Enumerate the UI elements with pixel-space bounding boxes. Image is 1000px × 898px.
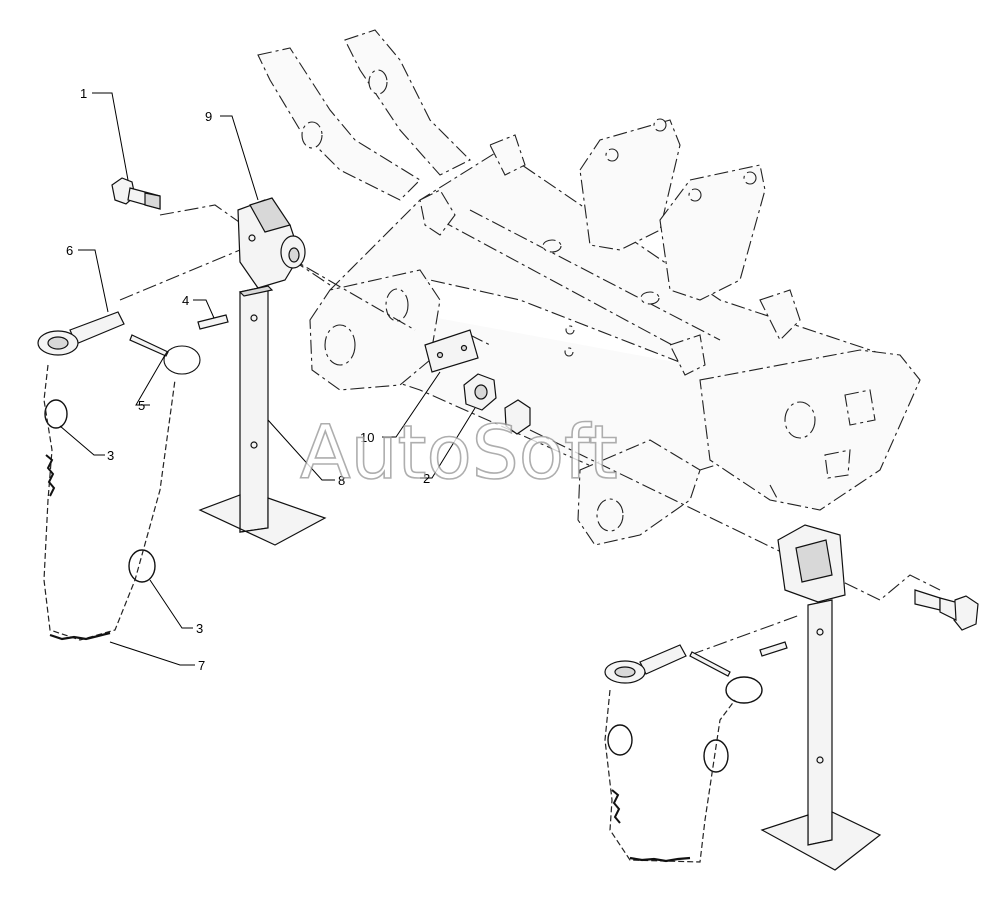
part-stand bbox=[198, 285, 327, 546]
right-assembly bbox=[604, 484, 979, 871]
callout-1: 1 bbox=[80, 86, 87, 101]
callout-5: 5 bbox=[138, 398, 145, 413]
callout-10: 10 bbox=[360, 430, 374, 445]
leader-3b bbox=[149, 579, 193, 629]
callout-6: 6 bbox=[66, 243, 73, 258]
part-rings bbox=[44, 399, 156, 583]
leader-5 bbox=[135, 354, 166, 406]
callout-4: 4 bbox=[182, 293, 189, 308]
leader-8 bbox=[267, 419, 335, 481]
part-roll-pin bbox=[197, 314, 229, 330]
part-bolt bbox=[111, 177, 161, 210]
leader-lines bbox=[59, 92, 476, 666]
part-plate bbox=[424, 329, 479, 373]
part-hitch-pin bbox=[37, 311, 125, 356]
callout-3: 3 bbox=[196, 621, 203, 636]
watermark: AutoSoft bbox=[300, 410, 618, 496]
part-chain bbox=[43, 364, 176, 641]
leader-7 bbox=[109, 641, 195, 666]
callout-9: 9 bbox=[205, 109, 212, 124]
callout-labels: 1 2 3 3 4 5 6 7 8 9 10 bbox=[66, 86, 430, 673]
leader-2 bbox=[420, 407, 476, 479]
part-nut bbox=[463, 373, 531, 435]
leader-6 bbox=[78, 249, 109, 313]
part-lynch-pin bbox=[129, 334, 201, 375]
leader-1 bbox=[92, 92, 129, 181]
leader-4 bbox=[193, 299, 215, 319]
callout-7: 7 bbox=[198, 658, 205, 673]
callout-3: 3 bbox=[107, 448, 114, 463]
leader-9 bbox=[220, 115, 259, 201]
leader-10 bbox=[382, 371, 441, 438]
part-bracket bbox=[237, 197, 306, 289]
callout-8: 8 bbox=[338, 473, 345, 488]
leader-3a bbox=[59, 425, 105, 456]
callout-2: 2 bbox=[423, 471, 430, 486]
